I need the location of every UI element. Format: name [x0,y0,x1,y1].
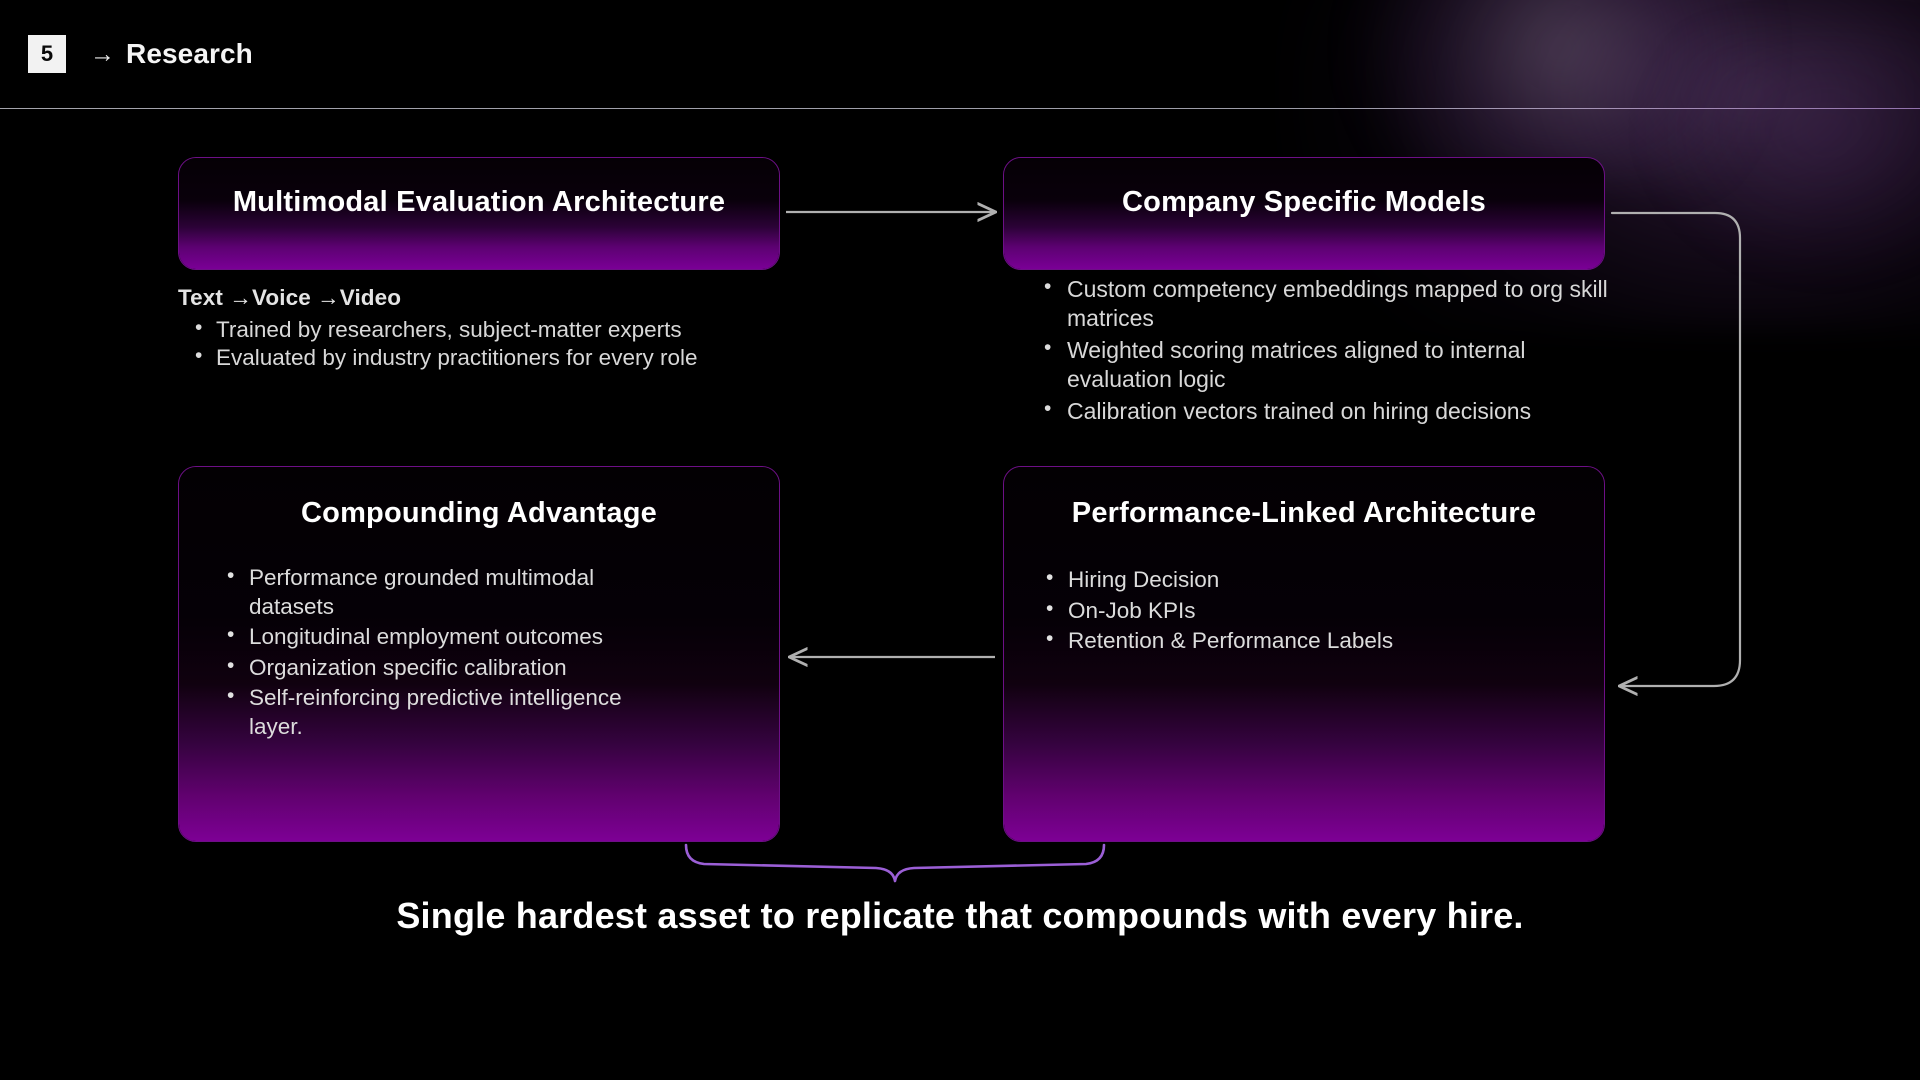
card-title: Compounding Advantage [301,497,657,529]
list-item: Calibration vectors trained on hiring de… [1040,396,1610,426]
list-item: Self-reinforcing predictive intelligence… [223,683,653,741]
card-compounding-advantage[interactable]: Compounding Advantage Performance ground… [178,466,780,842]
architecture-subheading: Text →Voice →Video [178,285,402,310]
card-title: Performance-Linked Architecture [1071,497,1537,529]
compounding-bullet-list: Performance grounded multimodal datasets… [223,563,653,741]
list-item: Longitudinal employment outcomes [223,622,653,652]
card-gradient-fill [179,158,779,269]
list-item: Custom competency embeddings mapped to o… [1040,274,1610,334]
card-performance-linked-architecture[interactable]: Performance-Linked Architecture Hiring D… [1003,466,1605,842]
connector-models-to-performance [1610,211,1742,686]
card-title: Multimodal Evaluation Architecture [232,186,726,218]
page-title: Research [126,38,253,69]
arrow-right-icon: → [90,39,115,68]
list-item: Evaluated by industry practitioners for … [178,343,786,371]
list-item: Hiring Decision [1042,565,1502,595]
models-bullet-list: Custom competency embeddings mapped to o… [1040,274,1610,426]
slide-number-badge: 5 [28,35,66,73]
slide-header: 5 → Research [0,0,1920,108]
architecture-bullet-list: Trained by researchers, subject-matter e… [178,315,786,372]
list-item: Trained by researchers, subject-matter e… [178,315,786,343]
card-gradient-fill [1004,158,1604,269]
models-detail-block: Custom competency embeddings mapped to o… [1040,274,1610,428]
performance-bullet-list: Hiring Decision On-Job KPIs Retention & … [1042,565,1502,656]
summary-caption: Single hardest asset to replicate that c… [396,895,1524,936]
list-item: Organization specific calibration [223,653,653,683]
card-title: Company Specific Models [1122,186,1486,218]
summary-brace [684,843,1106,883]
card-company-specific-models[interactable]: Company Specific Models [1003,157,1605,270]
list-item: Retention & Performance Labels [1042,626,1502,656]
architecture-detail-block: Text →Voice →Video Trained by researcher… [178,285,786,373]
list-item: Weighted scoring matrices aligned to int… [1040,335,1610,395]
list-item: Performance grounded multimodal datasets [223,563,653,621]
card-multimodal-evaluation-architecture[interactable]: Multimodal Evaluation Architecture [178,157,780,270]
header-divider [0,108,1920,109]
list-item: On-Job KPIs [1042,596,1502,626]
